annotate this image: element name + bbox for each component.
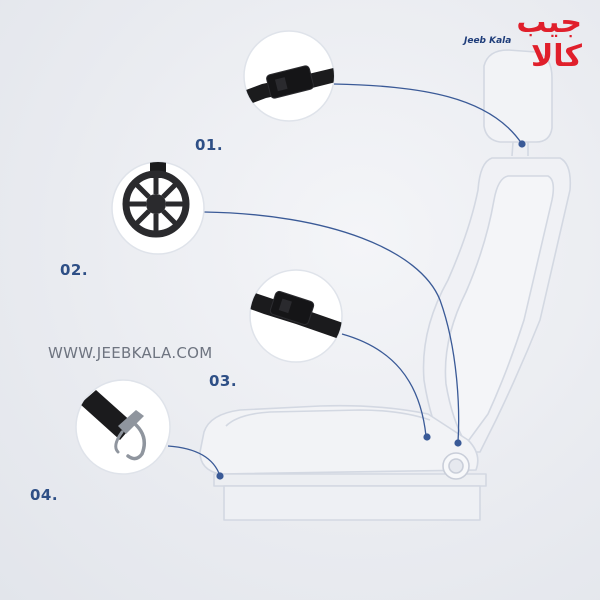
detail-circle-2	[111, 161, 205, 255]
step-number-1: 01.	[195, 136, 224, 154]
detail-circle-4	[75, 379, 171, 475]
connector-lines	[167, 83, 523, 477]
hook-strap-icon	[80, 390, 146, 461]
logo-wordmark: جیب کالا	[516, 5, 582, 74]
step-number-3: 03.	[209, 372, 238, 390]
logo-subtitle: Jeeb Kala	[464, 36, 512, 46]
strap-reel-icon	[122, 162, 190, 238]
buckle-strap-icon	[250, 288, 342, 340]
detail-circle-1	[243, 30, 335, 122]
anchor-dot-headrest	[518, 140, 526, 148]
anchor-dot-seat	[423, 433, 431, 441]
anchor-dot-base	[216, 472, 224, 480]
detail-circle-3	[249, 269, 343, 363]
jeebkala-logo: جیب کالا Jeeb Kala	[458, 6, 582, 74]
anchor-dot-back	[454, 439, 462, 447]
step-number-2: 02.	[60, 261, 89, 279]
website-watermark: WWW.JEEBKALA.COM	[48, 344, 213, 362]
car-seat-outline	[199, 49, 572, 521]
anchor-dots	[216, 140, 526, 480]
step-number-4: 04.	[30, 486, 59, 504]
buckle-strap-icon	[244, 64, 334, 110]
